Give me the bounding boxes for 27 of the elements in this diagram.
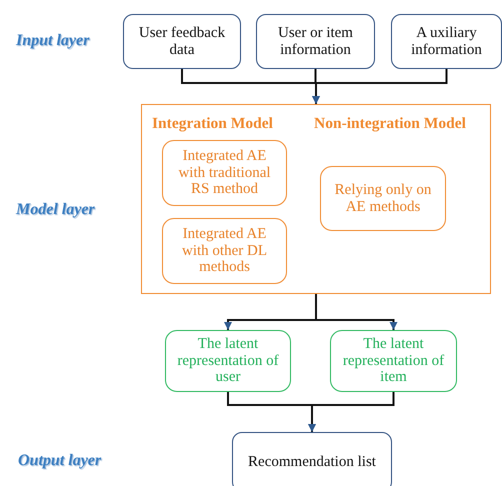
process-box <box>391 14 502 69</box>
process-box <box>320 166 446 231</box>
process-box <box>123 14 241 69</box>
process-box <box>232 432 392 486</box>
node-text: Integrated AE with other DL methods <box>181 226 268 276</box>
model-group-box <box>141 104 491 294</box>
node-text: Integrated AE with traditional RS method <box>177 148 272 198</box>
process-box <box>165 330 291 392</box>
layer-label: Output layer <box>18 452 102 470</box>
connector-arrow <box>312 69 448 104</box>
node-text: Recommendation list <box>247 454 377 470</box>
process-box <box>256 14 375 69</box>
node-text: A uxiliary information <box>410 24 483 58</box>
node-text: The latent representation of item <box>342 336 446 386</box>
layer-label: Input layer <box>16 32 90 50</box>
node-text: Relying only on AE methods <box>334 182 432 216</box>
layer-label: Model layer <box>16 201 95 219</box>
connector-arrow <box>308 392 394 432</box>
group-heading: Integration Model <box>152 115 273 132</box>
process-box <box>162 140 287 206</box>
process-box <box>162 218 287 284</box>
node-text: User feedback data <box>138 24 226 58</box>
connector-arrow <box>315 294 398 330</box>
node-text: The latent representation of user <box>176 336 280 386</box>
process-box <box>330 330 457 392</box>
group-heading: Non-integration Model <box>314 115 466 132</box>
node-text: User or item information <box>277 24 354 58</box>
